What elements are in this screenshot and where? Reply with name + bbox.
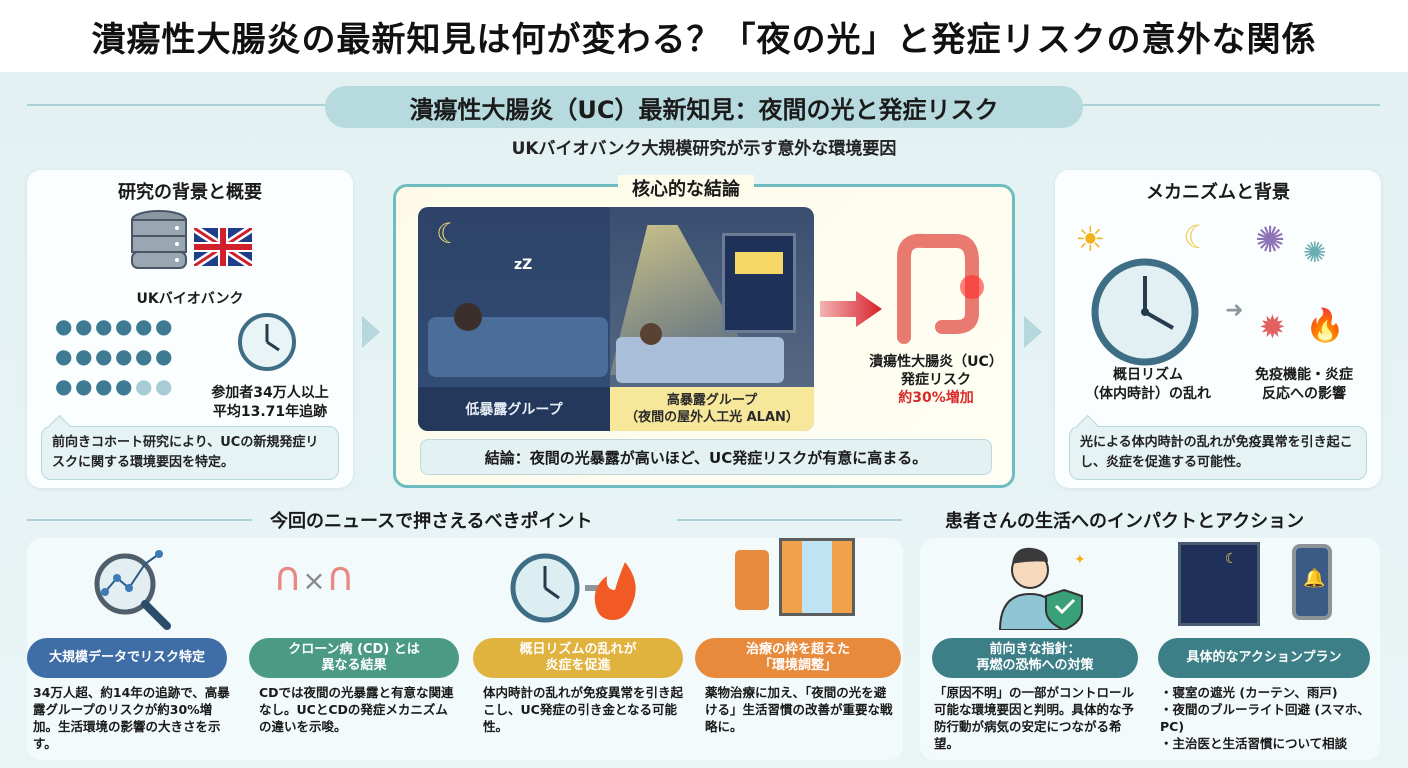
point-text: CDでは夜間の光暴露と有意な関連なし。UCとCDの発症メカニズムの違いを示唆。 <box>259 685 454 734</box>
colon-icon <box>897 233 984 344</box>
action-item: ・夜間のブルーライト回避 (スマホ、PC) <box>1160 702 1370 734</box>
intestine-compare-icon: ∩×∩ <box>273 554 356 600</box>
impact-panel: ✦ ☾ 🔔 前向きな指針： 再燃の恐怖への対策 具体的なアクションプラン 「原因… <box>920 538 1380 760</box>
infographic-canvas: 潰瘍性大腸炎（UC）最新知見：夜間の光と発症リスク UKバイオバンク大規模研究が… <box>0 72 1408 768</box>
risk-outcome: 潰瘍性大腸炎（UC） 発症リスク 約30%増加 <box>856 353 1016 407</box>
badge-positive-guidance: 前向きな指針： 再燃の恐怖への対策 <box>932 638 1138 678</box>
risk-arrow-icon <box>820 291 882 327</box>
points-heading: 今回のニュースで押さえるべきポイント <box>270 511 593 532</box>
curtain-window-icon <box>779 538 855 616</box>
divider <box>27 104 327 106</box>
people-group-icon: ●●●●●● ●●●●●● ●●●●●● <box>55 314 173 398</box>
bed-icon <box>616 337 784 383</box>
immune-label: 免疫機能・炎症 反応への影響 <box>1255 367 1353 402</box>
mechanism-card: メカニズムと背景 ☀ ☾ ➜ ✺ ✺ ✹ 🔥 概日リズム （体内時計）の乱れ 免… <box>1055 170 1381 488</box>
database-icon <box>131 210 187 269</box>
moon-icon: ☾ <box>1183 218 1212 256</box>
window-icon <box>722 233 796 333</box>
action-list: ・寝室の遮光 (カーテン、雨戸) ・夜間のブルーライト回避 (スマホ、PC) ・… <box>1160 684 1376 752</box>
svg-text:✦: ✦ <box>1074 552 1086 568</box>
page-title: 潰瘍性大腸炎の最新知見は何が変わる？「夜の光」と発症リスクの意外な関係 <box>91 19 1317 60</box>
background-summary: 前向きコホート研究により、UCの新規発症リスクに関する環境要因を特定。 <box>41 426 339 480</box>
uk-flag-icon <box>194 228 252 266</box>
background-card: 研究の背景と概要 UKバイオバンク ●●●●●● ●●●●●● ●●●●●● <box>27 170 353 488</box>
clock-fire-icon <box>510 553 636 623</box>
banner-title: 潰瘍性大腸炎（UC）最新知見：夜間の光と発症リスク <box>325 86 1083 128</box>
impact-text: 「原因不明」の一部がコントロール可能な環境要因と判明。具体的な予防行動が病気の安… <box>934 685 1135 751</box>
high-group-label: 高暴露グループ （夜間の屋外人工光 ALAN） <box>610 387 814 431</box>
card-title: 核心的な結論 <box>618 175 754 201</box>
point-text: 薬物治療に加え、「夜間の光を避ける」生活習慣の改善が重要な戦略に。 <box>705 685 893 734</box>
action-item: ・主治医と生活習慣について相談 <box>1160 736 1348 751</box>
header: 潰瘍性大腸炎の最新知見は何が変わる？「夜の光」と発症リスクの意外な関係 <box>0 0 1408 72</box>
sleeper-icon <box>640 323 662 345</box>
point-text: 体内時計の乱れが免疫異常を引き起こし、UC発症の引き金となる可能性。 <box>483 685 684 734</box>
bedroom-window-icon: ☾ <box>1178 542 1260 626</box>
study-stats: 参加者34万人以上 平均13.71年追跡 <box>211 385 329 420</box>
sleep-zzz-icon: zZ <box>514 257 533 273</box>
risk-increase: 約30%増加 <box>898 390 974 406</box>
badge-action-plan: 具体的なアクションプラン <box>1158 638 1370 678</box>
mechanism-summary: 光による体内時計の乱れが免疫異常を引き起こし、炎症を促進する可能性。 <box>1069 426 1367 480</box>
divider <box>1080 104 1380 106</box>
banner-subtitle: UKバイオバンク大規模研究が示す意外な環境要因 <box>511 139 897 159</box>
fire-icon: 🔥 <box>1305 306 1345 344</box>
circadian-clock-icon <box>1091 258 1199 366</box>
immune-cell-icon: ✺ <box>1303 236 1327 269</box>
inflamed-cell-icon: ✹ <box>1259 308 1286 346</box>
biobank-label: UKバイオバンク <box>136 291 244 307</box>
bed-icon <box>428 317 608 377</box>
divider <box>677 519 902 521</box>
bedroom-scene: ☾ zZ 低暴露グループ 高暴露グループ （夜間の屋外人工光 ALAN） <box>418 207 814 431</box>
magnifier-chart-icon <box>94 550 171 630</box>
clock-icon <box>238 313 296 371</box>
divider <box>27 519 252 521</box>
moon-icon: ☾ <box>436 217 462 250</box>
card-title: メカニズムと背景 <box>1146 182 1290 203</box>
flow-arrow-icon <box>1024 316 1042 348</box>
impact-heading: 患者さんの生活へのインパクトとアクション <box>945 511 1305 532</box>
badge-circadian: 概日リズムの乱れが 炎症を促進 <box>473 638 683 678</box>
badge-cd-difference: クローン病 (CD) とは 異なる結果 <box>249 638 459 678</box>
action-item: ・寝室の遮光 (カーテン、雨戸) <box>1160 685 1338 700</box>
sun-icon: ☀ <box>1075 220 1106 260</box>
flow-arrow-icon <box>362 316 380 348</box>
conclusion-statement: 結論：夜間の光暴露が高いほど、UC発症リスクが有意に高まる。 <box>420 439 992 475</box>
sleeper-icon <box>454 303 482 331</box>
low-group-label: 低暴露グループ <box>418 387 610 431</box>
phone-notification-icon: 🔔 <box>1292 544 1332 620</box>
badge-environment: 治療の枠を超えた 「環境調整」 <box>695 638 901 678</box>
points-panel: ∩×∩ 大規模データでリスク特定 クローン病 (CD) とは 異なる結果 概日リ… <box>27 538 903 760</box>
card-title: 研究の背景と概要 <box>118 182 262 203</box>
conclusion-card: 核心的な結論 ☾ zZ 低暴露グループ 高暴露グループ （夜間の屋外人工光 AL… <box>393 175 1016 488</box>
badge-large-data: 大規模データでリスク特定 <box>27 638 227 678</box>
circadian-label: 概日リズム （体内時計）の乱れ <box>1085 367 1211 402</box>
immune-cell-icon: ✺ <box>1255 220 1286 261</box>
person-shield-icon: ✦ <box>998 547 1086 630</box>
medicine-bottle-icon <box>735 550 769 610</box>
point-text: 34万人超、約14年の追跡で、高暴露グループのリスクが約30%増加。生活環境の影… <box>33 685 230 751</box>
arrow-right-icon: ➜ <box>1225 298 1244 323</box>
